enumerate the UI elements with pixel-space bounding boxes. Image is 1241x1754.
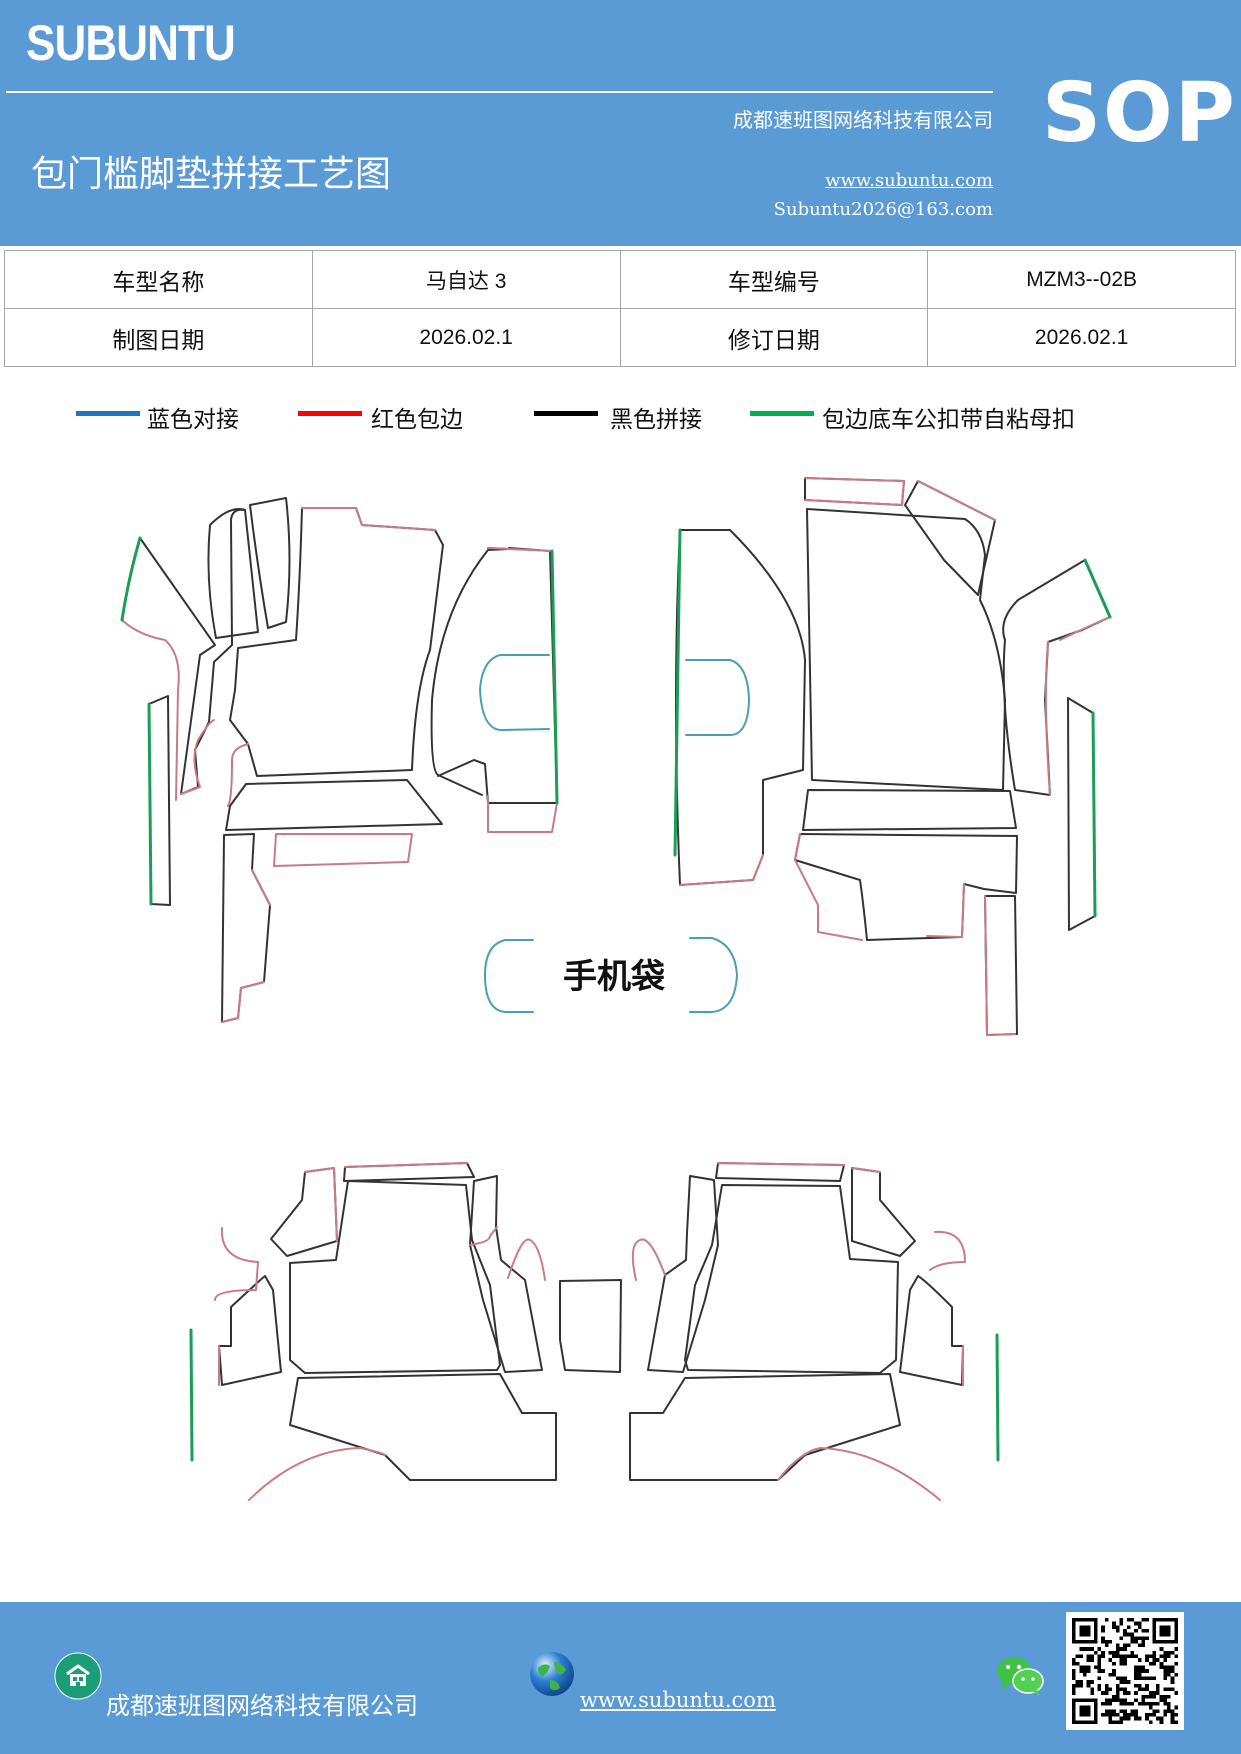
company-name: 成都速班图网络科技有限公司 (733, 108, 993, 132)
red-binding-edges (121, 477, 1111, 1501)
table-row: 车型名称 马自达 3 车型编号 MZM3--02B (4, 250, 1236, 309)
sop-badge: SOP (1042, 66, 1237, 161)
building-icon (54, 1652, 102, 1700)
table-row: 制图日期 2026.02.1 修订日期 2026.02.1 (4, 308, 1236, 367)
website-link[interactable]: www.subuntu.com (825, 170, 993, 191)
qr-code-pattern (1072, 1618, 1178, 1724)
footer-company-name: 成都速班图网络科技有限公司 (106, 1692, 418, 1720)
model-name-label: 车型名称 (4, 250, 313, 309)
revise-date-label: 修订日期 (619, 308, 929, 367)
legend-swatch-blue (76, 411, 140, 416)
blue-joint-lines (479, 654, 750, 1013)
legend-label-green: 包边底车公扣带自粘母扣 (822, 407, 1075, 433)
draw-date-value: 2026.02.1 (311, 308, 621, 367)
model-code-label: 车型编号 (619, 250, 929, 309)
qr-code[interactable] (1066, 1612, 1184, 1730)
footer-website-link[interactable]: www.subuntu.com (580, 1688, 776, 1712)
legend-swatch-green (750, 411, 814, 416)
page-title: 包门槛脚垫拼接工艺图 (31, 154, 392, 195)
wechat-icon (997, 1657, 1044, 1696)
green-velcro-strips (120, 528, 1112, 1462)
revise-date-value: 2026.02.1 (927, 308, 1236, 367)
legend-label-red: 红色包边 (371, 407, 463, 433)
footer: 成都速班图网络科技有限公司 www.subuntu.com (0, 1602, 1241, 1754)
model-code-value: MZM3--02B (927, 250, 1236, 309)
legend-swatch-black (534, 411, 598, 416)
legend-label-blue: 蓝色对接 (147, 407, 239, 433)
model-name-value: 马自达 3 (311, 250, 621, 309)
header: SUBUNTU 成都速班图网络科技有限公司 包门槛脚垫拼接工艺图 www.sub… (0, 0, 1241, 246)
legend-swatch-red (298, 411, 362, 416)
draw-date-label: 制图日期 (4, 308, 313, 367)
legend-label-black: 黑色拼接 (610, 407, 702, 433)
globe-icon (530, 1652, 574, 1696)
email-link[interactable]: Subuntu2026@163.com (773, 199, 993, 220)
legend: 蓝色对接 红色包边 黑色拼接 包边底车公扣带自粘母扣 (0, 400, 1241, 440)
header-divider (6, 91, 993, 93)
phone-pocket-label: 手机袋 (563, 957, 665, 997)
mat-pattern-drawing: 手机袋 (120, 477, 1112, 1501)
brand-logo: SUBUNTU (26, 15, 236, 71)
info-table: 车型名称 马自达 3 车型编号 MZM3--02B 制图日期 2026.02.1… (4, 250, 1236, 367)
